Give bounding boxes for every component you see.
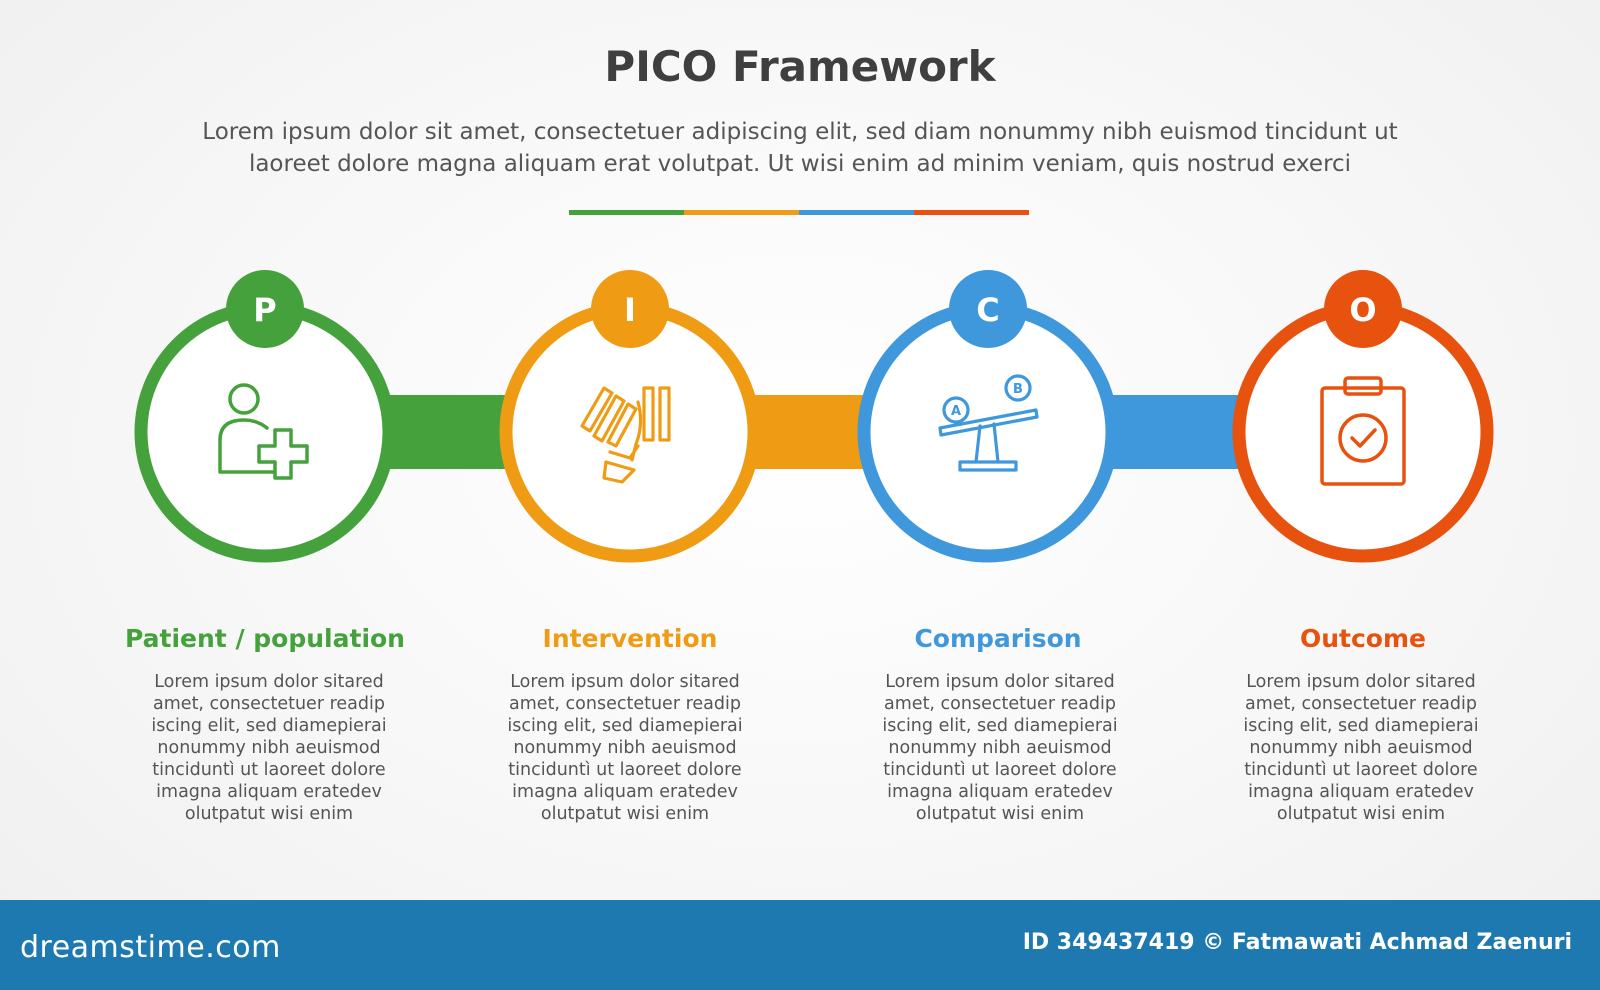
step-description-p: Lorem ipsum dolor sitared amet, consecte…	[151, 672, 387, 824]
svg-text:A: A	[951, 404, 961, 419]
step-title-p: Patient / population	[125, 624, 405, 653]
page-subtitle: Lorem ipsum dolor sit amet, consectetuer…	[120, 116, 1480, 180]
pico-diagram: A B P I C O	[134, 270, 1494, 563]
step-description-i: Lorem ipsum dolor sitared amet, consecte…	[507, 672, 743, 824]
subtitle-line-2: laoreet dolore magna aliquam erat volutp…	[248, 151, 1352, 177]
badge-i	[591, 270, 669, 348]
divider-segment-i	[684, 210, 799, 215]
badge-letter-o: O	[1349, 291, 1376, 329]
step-description-c: Lorem ipsum dolor sitared amet, consecte…	[882, 672, 1118, 824]
badge-c	[949, 270, 1027, 348]
divider-segment-o	[914, 210, 1029, 215]
brand-logo: dreamstime.com	[20, 930, 281, 965]
image-credit: ID 349437419 © Fatmawati Achmad Zaenuri	[1022, 930, 1572, 955]
badge-letter-p: P	[253, 291, 276, 329]
badge-o	[1324, 270, 1402, 348]
step-title-i: Intervention	[542, 624, 718, 653]
step-title-c: Comparison	[914, 624, 1082, 653]
svg-text:B: B	[1013, 382, 1023, 397]
badge-letter-i: I	[624, 291, 636, 329]
divider-segment-p	[569, 210, 684, 215]
hand-intervention-icon	[580, 386, 671, 484]
step-title-o: Outcome	[1299, 624, 1426, 653]
badge-p	[226, 270, 304, 348]
subtitle-line-1: Lorem ipsum dolor sit amet, consectetuer…	[202, 119, 1398, 145]
step-description-o: Lorem ipsum dolor sitared amet, consecte…	[1243, 672, 1479, 824]
divider-segment-c	[799, 210, 914, 215]
page-title: PICO Framework	[604, 42, 996, 91]
title-divider	[569, 210, 1029, 215]
footer-bar: dreamstime.com ID 349437419 © Fatmawati …	[0, 900, 1600, 990]
badge-letter-c: C	[976, 291, 999, 329]
person-plus-icon	[218, 383, 309, 480]
clipboard-check-icon	[1320, 376, 1406, 486]
seesaw-ab-icon: A B	[938, 374, 1039, 472]
